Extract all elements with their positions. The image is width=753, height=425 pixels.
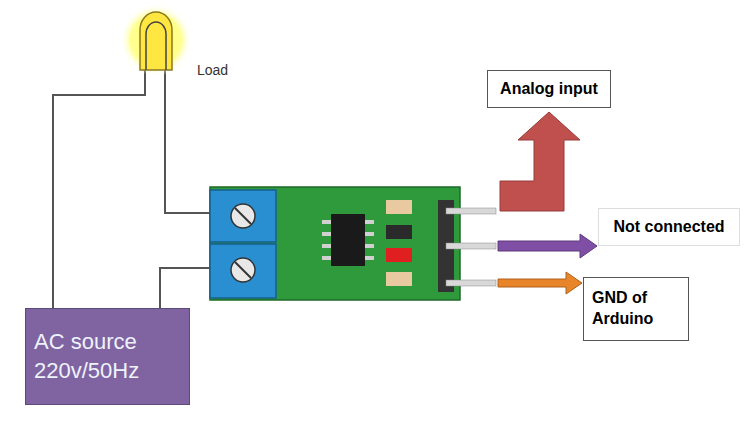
signal-box: Analog input [487,70,611,108]
wire [53,70,215,310]
nc-arrow [498,234,597,258]
signal-box: GND of Arduino [583,277,689,341]
signal-box: Not connected [598,208,740,246]
gnd-arrow [498,272,582,294]
bulb-symbol [120,4,192,76]
node-text: GND of Arduino [592,288,680,330]
current-sensor-module [210,187,496,300]
node-text: Not connected [607,217,731,238]
load-label: Load [197,62,228,78]
analog-arrow [500,112,580,211]
node-text: AC source 220v/50Hz [34,328,181,385]
node-text: Analog input [496,79,602,100]
source-box: AC source 220v/50Hz [25,308,190,405]
